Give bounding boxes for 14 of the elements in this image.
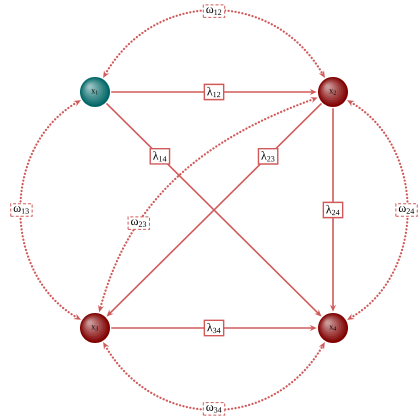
sphere-node: x$_{3}$: [80, 313, 110, 343]
edge-label: ω$_{24}$: [395, 203, 418, 217]
edge-label: λ$_{12}$: [204, 84, 224, 100]
edge-label: ω$_{12}$: [202, 4, 226, 18]
edge-label: λ$_{14}$: [150, 148, 170, 165]
edge-label: λ$_{34}$: [204, 320, 224, 336]
edge-label: ω$_{34}$: [202, 402, 226, 416]
sphere-node: x$_{1}$: [80, 77, 110, 107]
sphere-node: x$_{4}$: [318, 313, 348, 343]
edge-label: ω$_{23}$: [128, 216, 150, 230]
edge-label: λ$_{23}$: [258, 148, 278, 165]
edge-label: λ$_{24}$: [322, 202, 344, 218]
edge-label: ω$_{13}$: [10, 203, 33, 217]
sphere-node: x$_{2}$: [318, 77, 348, 107]
